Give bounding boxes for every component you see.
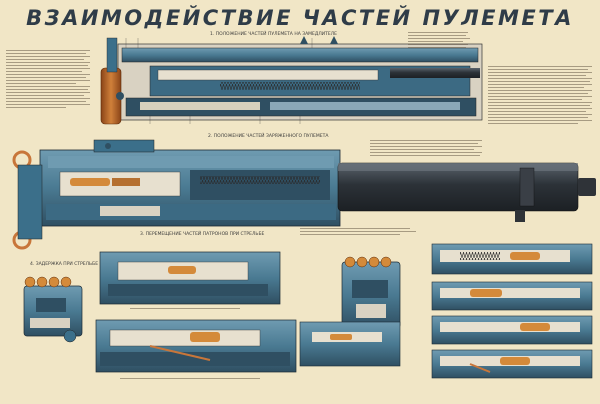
section-2-heading: 2. ПОЛОЖЕНИЕ ЧАСТЕЙ ЗАРЯЖЕННОГО ПУЛЕМЕТА — [208, 134, 329, 139]
section-3-heading: 3. ПЕРЕМЕЩЕНИЕ ЧАСТЕЙ ПАТРОНОВ ПРИ СТРЕЛ… — [140, 232, 265, 237]
caption-block-a — [300, 226, 420, 237]
caption-block-b — [130, 306, 250, 311]
left-description-block — [6, 48, 90, 110]
section-4-heading: 4. ЗАДЕРЖКА ПРИ СТРЕЛЬБЕ — [30, 262, 99, 267]
figure-right-3 — [431, 315, 593, 345]
figure-2-gun — [12, 139, 596, 250]
figure-1-gun — [100, 36, 483, 125]
legend-block — [408, 30, 594, 50]
middle-description-block — [370, 138, 482, 158]
section-1-heading: 1. ПОЛОЖЕНИЕ ЧАСТЕЙ ПУЛЕМЕТА НА ЗАМЕДЛИТ… — [210, 32, 337, 37]
right-description-block — [488, 64, 592, 126]
figure-6-mechanism — [95, 319, 297, 373]
figure-right-2 — [431, 281, 593, 311]
figure-4-mechanism — [23, 276, 83, 343]
figure-right-1 — [431, 243, 593, 275]
figure-right-4 — [431, 349, 593, 379]
poster-title: ВЗАИМОДЕЙСТВИЕ ЧАСТЕЙ ПУЛЕМЕТА — [26, 6, 574, 30]
caption-block-c — [120, 376, 270, 381]
leader-lines — [125, 38, 313, 124]
figure-7-feed — [299, 256, 401, 367]
figure-5-mechanism — [99, 251, 281, 305]
